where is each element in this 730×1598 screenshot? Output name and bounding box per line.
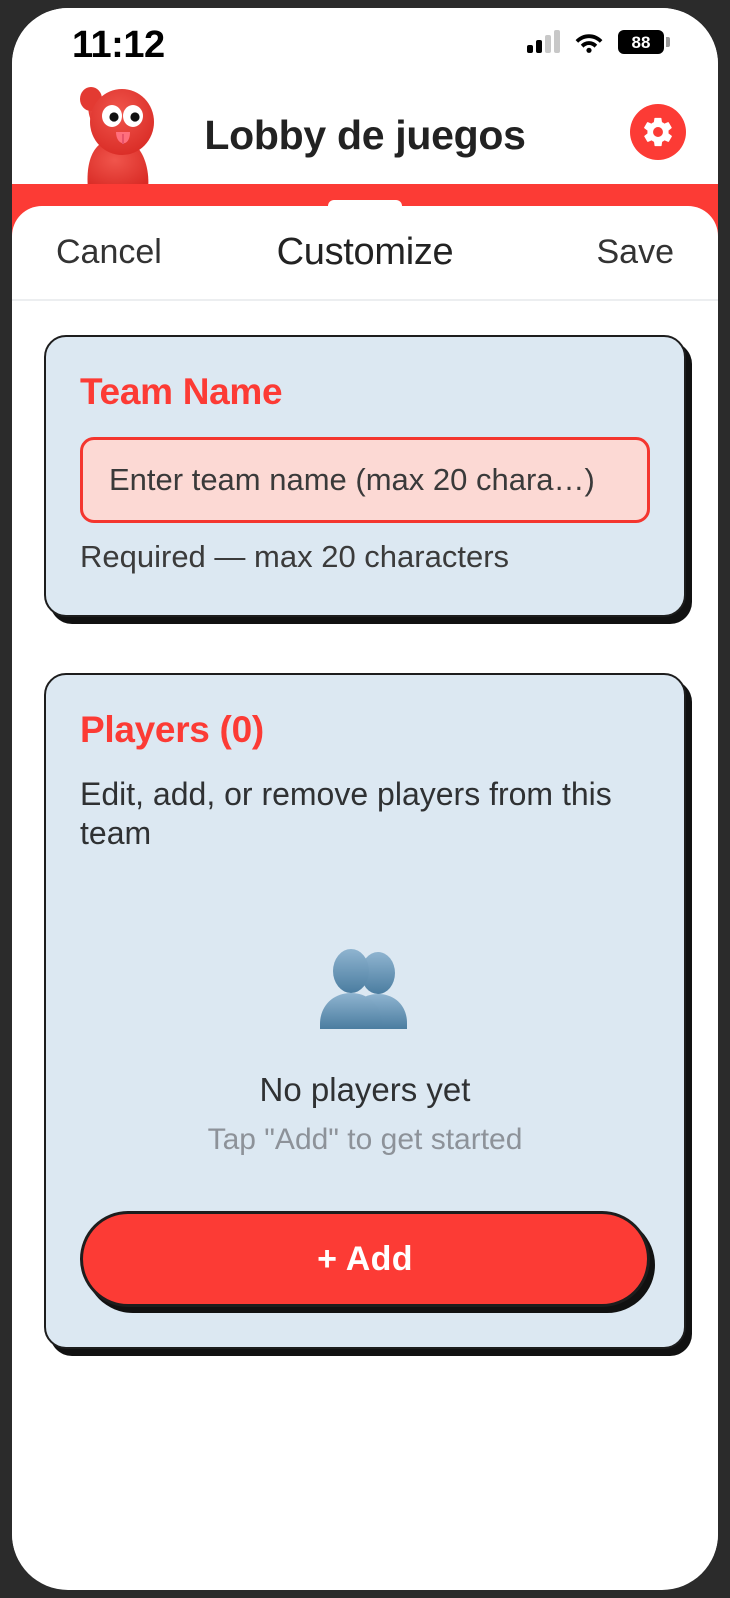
players-title: Players (0) (80, 709, 264, 750)
save-button[interactable]: Save (596, 233, 675, 271)
status-bar-time: 11:12 (72, 24, 165, 66)
settings-button[interactable] (630, 104, 686, 160)
cellular-bars-icon (527, 30, 560, 53)
wifi-icon (575, 34, 603, 53)
empty-state-subtitle: Tap "Add" to get started (207, 1123, 523, 1157)
team-name-hint: Required — max 20 characters (80, 539, 510, 574)
sheet-header: Cancel Customize Save (12, 206, 718, 301)
players-card: Players (0) Edit, add, or remove players… (44, 673, 686, 1350)
sheet-title: Customize (276, 231, 454, 273)
customize-sheet: Cancel Customize Save Team Name Required… (12, 206, 718, 1560)
phone-frame: 11:12 88 (12, 8, 718, 1590)
empty-state-title: No players yet (259, 1071, 471, 1109)
players-empty-state: No players yet Tap "Add" to get started (80, 863, 650, 1211)
team-name-input[interactable] (80, 437, 650, 523)
sheet-content: Team Name Required — max 20 characters P… (12, 301, 718, 1350)
team-name-card: Team Name Required — max 20 characters (44, 335, 686, 617)
battery-level-label: 88 (631, 32, 651, 52)
gear-icon (644, 117, 672, 147)
app-header: Lobby de juegos (12, 86, 718, 190)
busts-in-silhouette-icon (320, 949, 407, 1030)
status-bar: 11:12 88 (12, 8, 718, 86)
mascot-avatar-icon (80, 87, 154, 190)
add-player-button[interactable]: + Add (80, 1211, 650, 1308)
battery-icon: 88 (618, 30, 670, 54)
cancel-button[interactable]: Cancel (56, 233, 162, 271)
team-name-title: Team Name (80, 371, 283, 412)
status-bar-indicators: 88 (527, 30, 670, 54)
page-title: Lobby de juegos (204, 111, 526, 158)
players-description: Edit, add, or remove players from this t… (80, 776, 612, 852)
